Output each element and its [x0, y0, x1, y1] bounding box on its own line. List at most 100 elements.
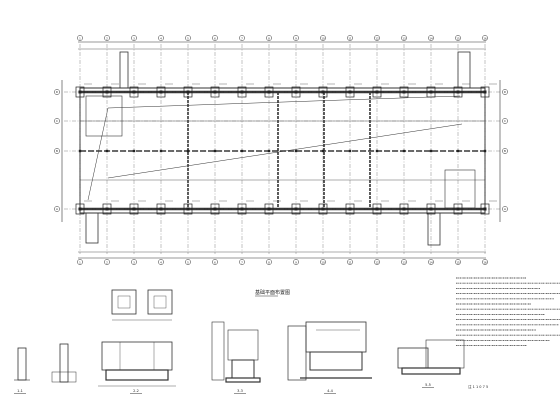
grid-label-top: 3 [133, 36, 135, 40]
footing-mark [480, 86, 490, 98]
detail-wall-footing [397, 339, 465, 375]
column-mark [456, 149, 460, 153]
column-mark [375, 207, 379, 211]
column-mark [294, 149, 298, 153]
grid-bubble-top [320, 35, 326, 41]
footing-mark [210, 86, 220, 98]
column-mark [294, 207, 298, 211]
grid-label-bottom: 13 [402, 260, 406, 264]
column-mark [483, 207, 487, 211]
column-mark [159, 90, 163, 94]
grid-label-top: 9 [295, 36, 297, 40]
footing-mark [102, 86, 112, 98]
footing-mark [426, 86, 436, 98]
grid-bubble-top [293, 35, 299, 41]
column-mark [186, 90, 190, 94]
footing-mark [399, 86, 409, 98]
grid-bubble-bottom [455, 259, 461, 265]
column-mark [429, 207, 433, 211]
grid-label-bottom: 12 [375, 260, 379, 264]
grid-label-right: B [504, 149, 506, 153]
grid-bubble-top [239, 35, 245, 41]
grid-label-bottom: 8 [268, 260, 270, 264]
column-mark [402, 149, 406, 153]
column-mark [213, 207, 217, 211]
footing-mark [318, 203, 328, 215]
column-mark [294, 90, 298, 94]
grid-bubble-bottom [158, 259, 164, 265]
foundation-plan [61, 41, 501, 259]
column-mark [348, 207, 352, 211]
footing-mark [264, 86, 274, 98]
column-mark [429, 149, 433, 153]
column-mark [240, 149, 244, 153]
sheet-mark: 注 1 1 0 7 5 [468, 384, 488, 389]
footing-mark [453, 86, 463, 98]
footing-mark [372, 86, 382, 98]
detail-label: 5-5 [425, 383, 431, 387]
footing-mark [291, 86, 301, 98]
grid-bubble-bottom [185, 259, 191, 265]
column-mark [213, 149, 217, 153]
footing-mark [156, 86, 166, 98]
plan-footings [75, 83, 497, 215]
grid-bubble-left [54, 89, 60, 95]
footing-mark [210, 203, 220, 215]
grid-bubble-bottom [104, 259, 110, 265]
grid-label-bottom: 9 [295, 260, 297, 264]
grid-label-bottom: 1 [79, 260, 81, 264]
grid-bubble-bottom [401, 259, 407, 265]
grid-label-bottom: 2 [106, 260, 108, 264]
grid-label-top: 5 [187, 36, 189, 40]
column-mark [321, 207, 325, 211]
footing-mark [372, 203, 382, 215]
grid-label-bottom: 7 [241, 260, 243, 264]
column-mark [429, 90, 433, 94]
column-mark [78, 207, 82, 211]
grid-label-top: 16 [483, 36, 487, 40]
grid-bubble-bottom [212, 259, 218, 265]
grid-bubble-right [502, 206, 508, 212]
grid-label-top: 12 [375, 36, 379, 40]
grid-bubble-bottom [320, 259, 326, 265]
column-mark [456, 90, 460, 94]
grid-label-right: C [504, 119, 506, 123]
grid-bubble-top [374, 35, 380, 41]
column-mark [483, 149, 487, 153]
grid-bubble-top [347, 35, 353, 41]
grid-label-top: 11 [348, 36, 352, 40]
footing-mark [399, 203, 409, 215]
column-mark [105, 207, 109, 211]
grid-label-bottom: 4 [160, 260, 162, 264]
footing-mark [156, 203, 166, 215]
detail-strip-foundation [98, 341, 176, 387]
grid-bubble-top [77, 35, 83, 41]
grid-bubble-top [455, 35, 461, 41]
footing-mark [345, 203, 355, 215]
detail-label: 2-2 [133, 389, 139, 393]
column-mark [402, 90, 406, 94]
grid-bubble-bottom [482, 259, 488, 265]
column-mark [348, 90, 352, 94]
column-mark [267, 149, 271, 153]
grid-label-bottom: 6 [214, 260, 216, 264]
grid-label-left: B [56, 149, 58, 153]
grid-bubble-left [54, 118, 60, 124]
footing-mark [345, 86, 355, 98]
footing-mark [129, 203, 139, 215]
grid-bubble-right [502, 89, 508, 95]
grid-bubble-top [401, 35, 407, 41]
grid-label-top: 8 [268, 36, 270, 40]
grid-bubble-bottom [293, 259, 299, 265]
grid-bubble-top [185, 35, 191, 41]
column-mark [240, 207, 244, 211]
footing-mark [426, 203, 436, 215]
grid-label-bottom: 11 [348, 260, 352, 264]
grid-label-top: 15 [456, 36, 460, 40]
grid-label-right: A [504, 207, 506, 211]
grid-label-left: A [56, 207, 58, 211]
footing-mark [453, 203, 463, 215]
grid-bubble-top [266, 35, 272, 41]
grid-label-left: C [56, 119, 58, 123]
